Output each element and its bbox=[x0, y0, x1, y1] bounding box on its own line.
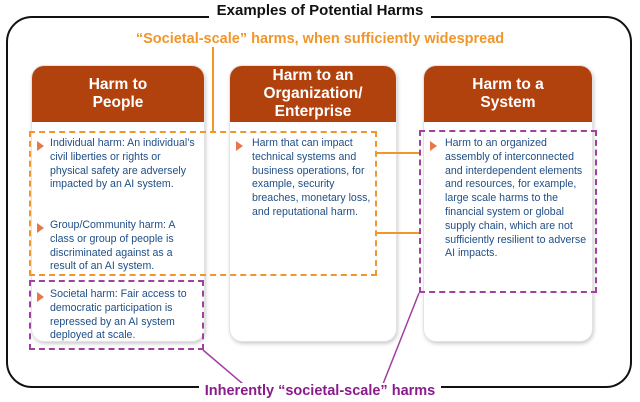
bullet-arrow-icon bbox=[37, 292, 44, 302]
societal-harm-text: Societal harm: Fair access to democratic… bbox=[50, 288, 187, 342]
individual-harm-text: Individual harm: An individual’s civil l… bbox=[50, 137, 195, 191]
group-harm-text: Group/Community harm: A class or group o… bbox=[50, 219, 175, 273]
column-header: Harm to an Organization/ Enterprise bbox=[230, 66, 396, 122]
column-harm-to-system: Harm to a System bbox=[424, 66, 592, 341]
widespread-label-connector bbox=[212, 46, 214, 132]
organization-harm-text: Harm that can impact technical systems a… bbox=[252, 137, 371, 218]
bullet-arrow-icon bbox=[37, 141, 44, 151]
inherently-societal-box-people bbox=[29, 280, 204, 350]
column-harm-to-people: Harm to People bbox=[32, 66, 204, 341]
column-header: Harm to People bbox=[32, 66, 204, 122]
bullet-arrow-icon bbox=[37, 223, 44, 233]
inherently-societal-label-text: Inherently “societal-scale” harms bbox=[198, 383, 442, 399]
bullet-arrow-icon bbox=[236, 141, 243, 151]
column-header-text: Harm to an Organization/ Enterprise bbox=[263, 67, 363, 120]
column-header: Harm to a System bbox=[424, 66, 592, 122]
system-harm-text: Harm to an organized assembly of interco… bbox=[445, 137, 587, 260]
widespread-link-line-bottom bbox=[377, 232, 419, 234]
column-header-text: Harm to a System bbox=[472, 76, 544, 111]
widespread-link-line-top bbox=[377, 152, 419, 154]
widespread-harms-label: “Societal-scale” harms, when sufficientl… bbox=[0, 31, 640, 47]
column-header-text: Harm to People bbox=[88, 76, 148, 111]
widespread-harms-dashed-box bbox=[29, 131, 377, 276]
purple-connector-right bbox=[382, 292, 420, 385]
diagram-title: Examples of Potential Harms bbox=[0, 2, 640, 19]
inherently-societal-box-system bbox=[419, 130, 597, 293]
column-harm-to-organization: Harm to an Organization/ Enterprise bbox=[230, 66, 396, 341]
inherently-societal-label: Inherently “societal-scale” harms bbox=[0, 383, 640, 399]
purple-connector-left bbox=[202, 349, 244, 385]
diagram-title-text: Examples of Potential Harms bbox=[208, 2, 432, 19]
bullet-arrow-icon bbox=[430, 141, 437, 151]
widespread-harms-label-text: “Societal-scale” harms, when sufficientl… bbox=[131, 31, 509, 47]
